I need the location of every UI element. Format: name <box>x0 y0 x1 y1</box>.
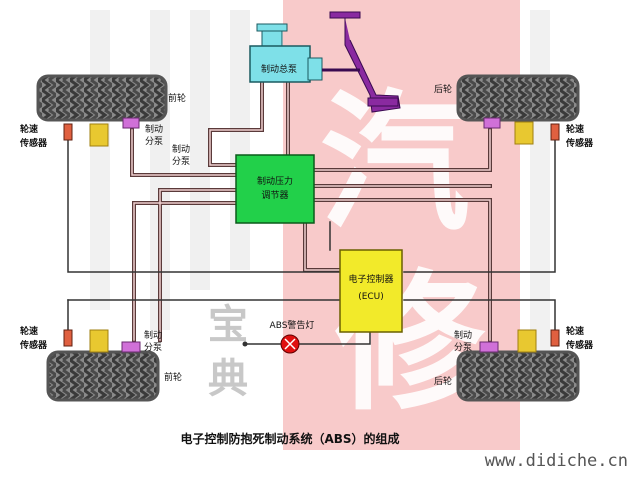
hub-rl <box>89 329 109 353</box>
wheel-front-left-bottom <box>46 350 160 402</box>
cyl-fl-label-line1: 制动 <box>145 123 163 135</box>
wheel-front-left <box>36 74 168 122</box>
rear-wheel-bottom-label: 后轮 <box>434 375 452 387</box>
abs-warning-lamp: ABS警告灯 <box>242 319 315 354</box>
wheel-cylinder-rl <box>121 341 141 353</box>
wheel-cylinder-fr <box>483 117 501 129</box>
sensor-fr-label-line1: 轮速 <box>566 123 584 135</box>
wheel-rear-right-bottom <box>456 350 580 402</box>
cyl-mid-label-line1: 制动 <box>172 143 190 155</box>
sensor-fl-icon <box>63 123 73 141</box>
sensor-fl-label-line2: 传感器 <box>19 137 48 149</box>
pressure-modulator: 制动压力 调节器 <box>235 154 315 224</box>
diagram-caption: 电子控制防抱死制动系统（ABS）的组成 <box>180 431 399 446</box>
master-cylinder: 制动总泵 <box>249 23 323 83</box>
hub-rr <box>517 329 537 353</box>
sensor-fl-label-line1: 轮速 <box>20 123 38 135</box>
brake-lines <box>67 74 556 345</box>
sensor-rl-label-line1: 轮速 <box>20 325 38 337</box>
sensor-fr-label-line2: 传感器 <box>565 137 594 149</box>
sensor-rl-icon <box>63 329 73 347</box>
wheel-rear-right-top <box>456 74 580 122</box>
hub-fl <box>89 123 109 147</box>
front-wheel-bottom-label: 前轮 <box>164 371 182 383</box>
wheel-cylinder-rr <box>479 341 499 353</box>
sensor-fr-icon <box>550 123 560 141</box>
modulator-label-line2: 调节器 <box>261 190 288 201</box>
cyl-rr-label-line2: 分泵 <box>454 342 472 353</box>
master-cylinder-label: 制动总泵 <box>261 63 297 75</box>
watermark-char-bao: 宝 <box>208 302 248 348</box>
ecu-label-line1: 电子控制器 <box>348 273 393 285</box>
modulator-label-line1: 制动压力 <box>257 175 293 187</box>
watermark-char-dian: 典 <box>208 356 248 402</box>
warning-lamp-label: ABS警告灯 <box>270 319 315 331</box>
sensor-rr-label-line2: 传感器 <box>565 339 594 351</box>
sensor-rr-label-line1: 轮速 <box>566 325 584 337</box>
ecu: 电子控制器 (ECU) <box>339 249 403 333</box>
sensor-rr-icon <box>550 329 560 347</box>
site-watermark: www.didiche.cn <box>485 451 628 471</box>
wheel-cylinder-fl <box>122 117 140 129</box>
rear-wheel-top-label: 后轮 <box>434 83 452 95</box>
front-wheel-top-label: 前轮 <box>168 92 186 104</box>
brake-pedal <box>322 11 401 113</box>
cyl-fl-label-line2: 分泵 <box>145 136 163 147</box>
cyl-rl-label-line1: 制动 <box>144 329 162 341</box>
hub-fr <box>514 121 534 145</box>
sensor-rl-label-line2: 传感器 <box>19 339 48 351</box>
cyl-rr-label-line1: 制动 <box>454 329 472 341</box>
cyl-rl-label-line2: 分泵 <box>144 342 162 353</box>
ecu-label-line2: (ECU) <box>358 292 384 302</box>
cyl-mid-label-line2: 分泵 <box>172 156 190 167</box>
